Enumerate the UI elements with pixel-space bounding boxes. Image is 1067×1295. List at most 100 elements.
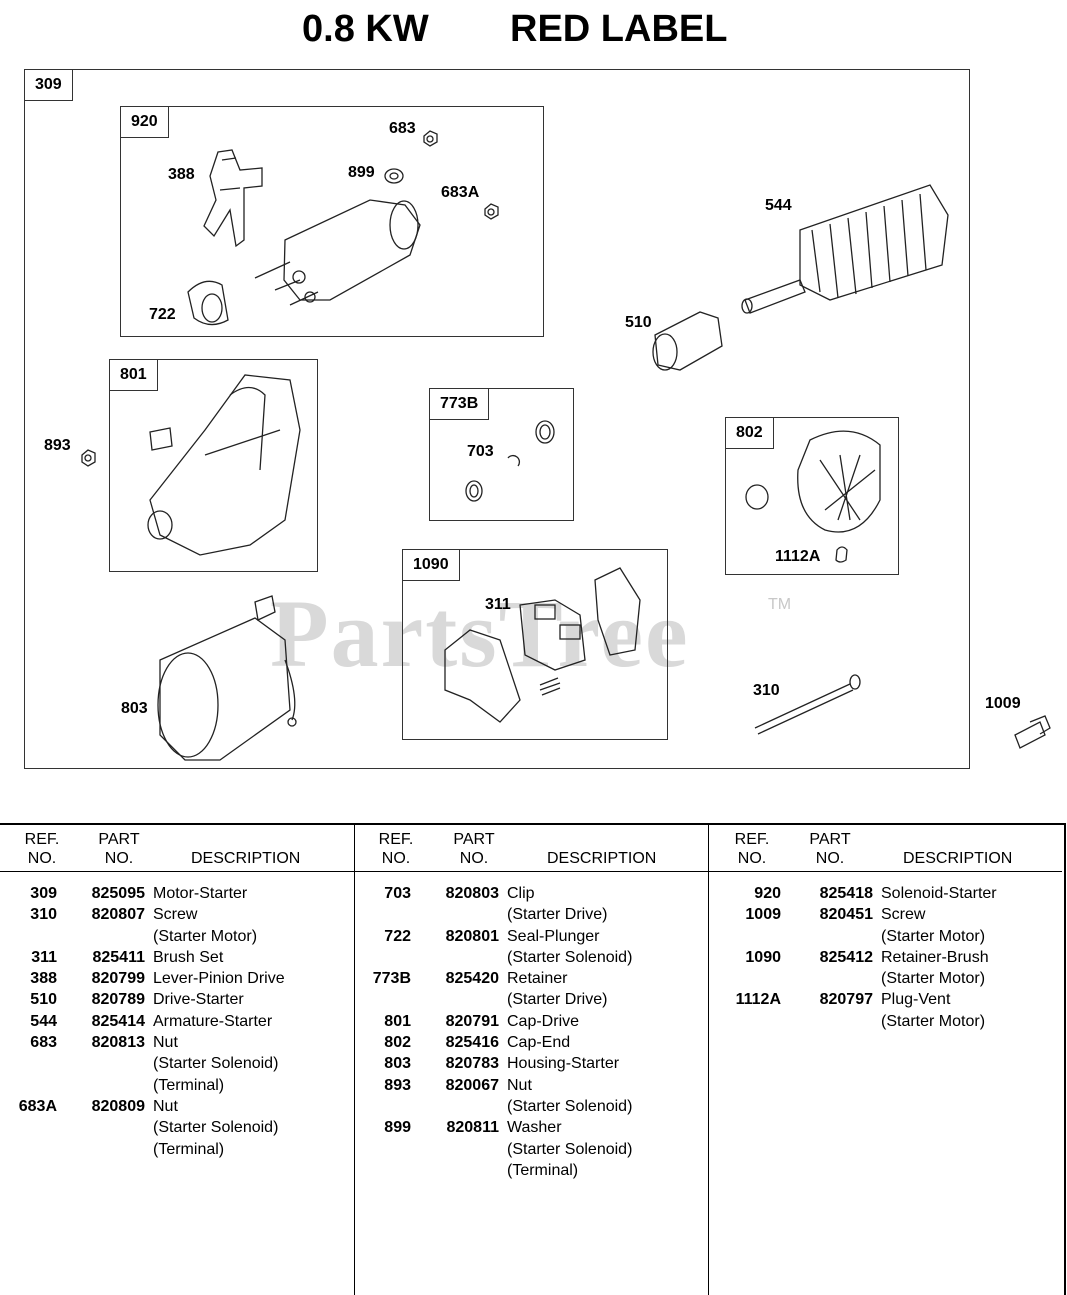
ref-number: 893: [384, 1076, 411, 1094]
part-description: Lever-Pinion Drive: [153, 970, 285, 988]
part-description: Retainer: [507, 970, 568, 988]
part-description: Screw: [153, 906, 198, 924]
ref-number: 802: [384, 1034, 411, 1052]
cap-drive-801-art: [147, 374, 301, 556]
callout-683a: 683A: [441, 184, 480, 201]
header-description: DESCRIPTION: [903, 850, 1013, 867]
part-number: [57, 1075, 145, 1096]
callout-1112a: 1112A: [775, 548, 821, 565]
part-description: Solenoid-Starter: [881, 885, 997, 902]
table-row: (Terminal): [0, 1139, 354, 1160]
retainer-773b-art: [465, 420, 555, 502]
part-description: (Starter Solenoid): [507, 1097, 633, 1115]
part-description: Screw: [881, 906, 926, 924]
part-description: Brush Set: [153, 948, 224, 966]
part-number: 825420: [445, 970, 499, 988]
ref-number: [0, 1053, 57, 1074]
part-description: (Starter Motor): [881, 927, 986, 945]
group-tag-801: 801: [110, 360, 158, 391]
callout-722: 722: [149, 306, 176, 323]
ref-number: 773B: [372, 970, 411, 988]
group-1090-box: 1090: [402, 549, 668, 740]
table-row: (Starter Motor): [708, 926, 1062, 947]
cap-end-802-art: [745, 430, 881, 563]
table-row: (Starter Motor): [708, 1011, 1062, 1032]
part-description: (Terminal): [153, 1140, 225, 1158]
ref-number: [0, 1075, 57, 1096]
ref-number: 920: [754, 885, 781, 902]
part-description: Cap-End: [507, 1034, 571, 1052]
ref-number: 683A: [18, 1097, 57, 1115]
ref-number: 801: [384, 1012, 411, 1030]
part-number: [411, 1160, 499, 1181]
ref-number: 703: [384, 885, 411, 902]
header-ref: REF.NO.: [734, 831, 770, 867]
seal-722-art: [187, 280, 229, 326]
part-description: Drive-Starter: [153, 991, 244, 1009]
group-802-box: 802: [725, 417, 899, 575]
part-number: 820801: [445, 927, 499, 945]
part-description: (Starter Solenoid): [507, 948, 633, 966]
ref-number: 388: [30, 970, 57, 988]
part-number: 820809: [91, 1097, 145, 1115]
header-description: DESCRIPTION: [191, 850, 301, 867]
part-description: (Starter Solenoid): [153, 1119, 279, 1137]
table-row: 683A 820809 Nut: [0, 1096, 354, 1117]
callout-310: 310: [753, 682, 780, 699]
part-number: 820067: [445, 1076, 499, 1094]
table-row: (Terminal): [354, 1160, 708, 1181]
solenoid-920-art: [254, 199, 421, 306]
callout-899: 899: [348, 164, 375, 181]
part-description: Nut: [153, 1034, 178, 1052]
part-description: (Terminal): [153, 1076, 225, 1094]
part-number: [781, 926, 873, 947]
part-number: 820811: [446, 1119, 499, 1137]
ref-number: [0, 1117, 57, 1138]
part-description: Nut: [153, 1097, 178, 1115]
part-number: 820791: [445, 1012, 499, 1030]
ref-number: 544: [30, 1012, 57, 1030]
callout-388: 388: [168, 166, 195, 183]
ref-number: [0, 1139, 57, 1160]
table-row: (Starter Solenoid): [0, 1053, 354, 1074]
screw-310-art: [754, 674, 861, 735]
callout-510: 510: [625, 314, 652, 331]
armature-544-art: [741, 184, 949, 314]
ref-number: 1090: [745, 948, 781, 966]
group-tag-920: 920: [121, 107, 169, 138]
header-description: DESCRIPTION: [547, 850, 657, 867]
ref-number: [354, 947, 411, 968]
callout-893: 893: [44, 437, 71, 454]
part-number: [57, 1139, 145, 1160]
part-description: Seal-Plunger: [507, 927, 600, 945]
part-number: 825412: [819, 948, 873, 966]
lever-388-art: [203, 149, 263, 248]
nut-683a-art: [484, 203, 499, 220]
group-tag-1090: 1090: [403, 550, 460, 581]
nut-893-art: [81, 449, 96, 467]
parts-illustration: [81, 130, 1051, 761]
ref-number: [354, 1096, 411, 1117]
part-description: Housing-Starter: [507, 1055, 620, 1073]
part-description: Plug-Vent: [881, 991, 951, 1009]
table-row: (Starter Solenoid): [354, 947, 708, 968]
part-description: (Terminal): [507, 1161, 579, 1179]
part-description: (Starter Drive): [507, 991, 608, 1009]
ref-number: [354, 1139, 411, 1160]
